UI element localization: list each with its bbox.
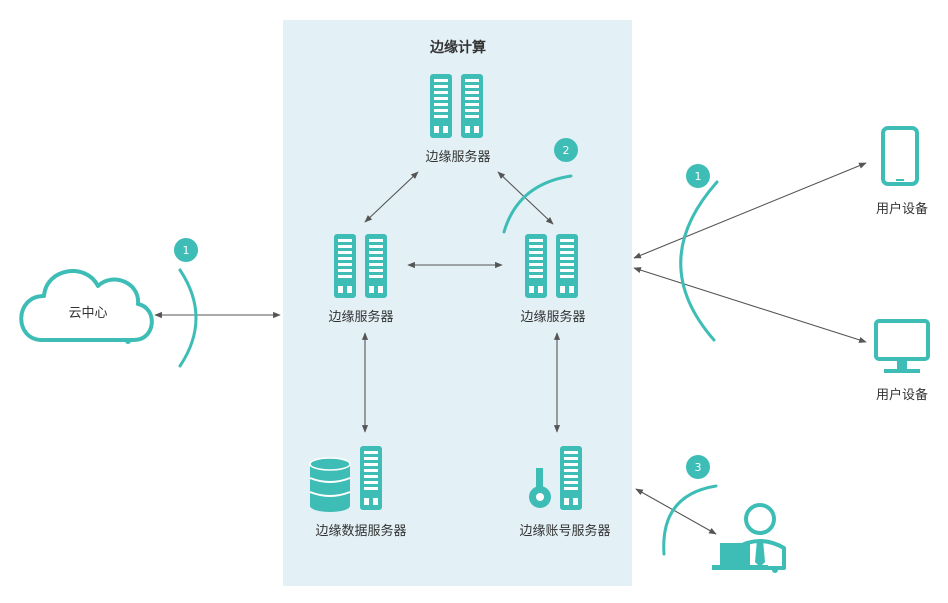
tablet-icon [881, 126, 919, 186]
arrow-server-monitor [633, 267, 867, 343]
device-label-tablet: 用户设备 [875, 202, 929, 217]
badge-user-link: 3 [686, 455, 710, 479]
user-icon [712, 503, 786, 573]
badge-cloud-link: 1 [174, 238, 198, 262]
server-icon-left [334, 234, 387, 298]
server-icon-right [525, 234, 578, 298]
link-arc-server [502, 174, 573, 234]
data-server-label: 边缘数据服务器 [315, 524, 407, 539]
monitor-icon [874, 319, 930, 373]
database-icon [309, 446, 382, 512]
server-label-left: 边缘服务器 [328, 310, 394, 325]
svg-text:1: 1 [183, 244, 190, 257]
svg-text:3: 3 [695, 461, 702, 474]
svg-text:2: 2 [563, 144, 570, 157]
svg-text:1: 1 [695, 170, 702, 183]
link-arc-user [662, 484, 718, 556]
link-arc-cloud [178, 268, 198, 368]
server-label-top: 边缘服务器 [425, 150, 491, 165]
server-label-right: 边缘服务器 [520, 310, 586, 325]
account-server-label: 边缘账号服务器 [519, 524, 611, 539]
arrow-top-left [364, 171, 419, 223]
badge-device-link: 1 [686, 164, 710, 188]
cloud-label: 云中心 [68, 306, 108, 321]
link-arc-device [679, 180, 719, 342]
panel-title: 边缘计算 [430, 40, 486, 56]
arrow-account-user [635, 488, 717, 535]
badge-server-link: 2 [554, 138, 578, 162]
cloud-icon [19, 269, 154, 342]
key-icon [529, 446, 582, 510]
server-icon-top [430, 74, 483, 138]
device-label-monitor: 用户设备 [875, 388, 929, 403]
arrow-server-tablet [633, 162, 867, 259]
